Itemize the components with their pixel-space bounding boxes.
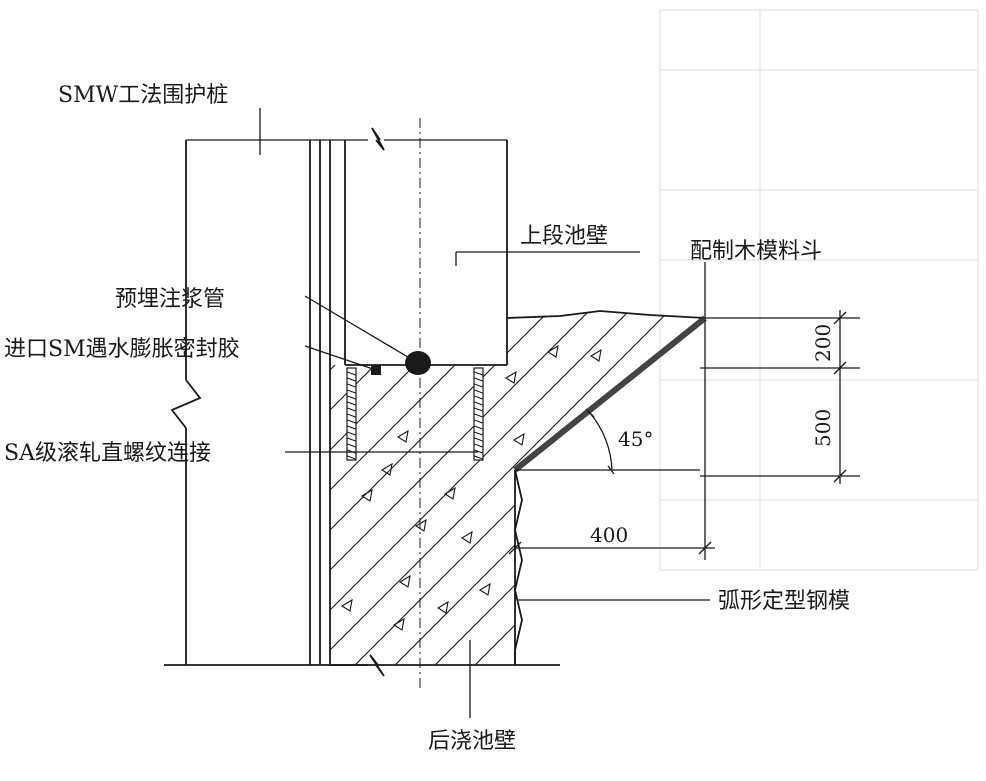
- hatch-line: [880, 280, 986, 700]
- thread-mark: [474, 395, 483, 400]
- dim-500: 500: [811, 409, 835, 447]
- label-steel-form: 弧形定型钢模: [718, 589, 850, 614]
- aggregate-mark: [443, 486, 456, 500]
- hatch-line: [519, 312, 705, 665]
- aggregate-mark: [460, 530, 473, 544]
- hatch-line: [330, 312, 581, 665]
- thread-mark: [474, 455, 483, 460]
- thread-mark: [474, 431, 483, 436]
- thread-mark: [474, 437, 483, 442]
- label-rebar-connect: SA级滚轧直螺纹连接: [4, 441, 211, 466]
- background-ghost-table: [659, 9, 979, 571]
- dim-200: 200: [811, 324, 835, 362]
- aggregate-mark: [380, 462, 393, 476]
- thread-mark: [347, 443, 356, 448]
- hatch-line: [359, 312, 705, 665]
- hatch-line: [330, 312, 621, 665]
- thread-mark: [347, 389, 356, 394]
- aggregate-mark: [340, 598, 353, 612]
- thread-mark: [474, 449, 483, 454]
- label-upper-wall: 上段池壁: [520, 224, 608, 249]
- thread-mark: [347, 437, 356, 442]
- aggregate-mark: [414, 518, 427, 532]
- dim-400: 400: [590, 523, 628, 547]
- thread-mark: [474, 407, 483, 412]
- thread-mark: [474, 401, 483, 406]
- hatch-line: [760, 280, 986, 700]
- aggregate-mark: [398, 574, 411, 588]
- thread-mark: [347, 413, 356, 418]
- thread-mark: [474, 371, 483, 376]
- thread-mark: [347, 371, 356, 376]
- rebar-couplers: [346, 367, 484, 461]
- thread-mark: [347, 377, 356, 382]
- label-smw-pile: SMW工法围护桩: [58, 83, 228, 108]
- angle-marker: [515, 408, 700, 475]
- label-post-cast-wall: 后浇池壁: [428, 729, 516, 754]
- horizontal-dimension: [508, 320, 715, 560]
- thread-mark: [474, 419, 483, 424]
- dim-angle: 45°: [618, 427, 653, 451]
- aggregate-mark: [512, 432, 525, 446]
- thread-mark: [347, 419, 356, 424]
- thread-mark: [347, 425, 356, 430]
- aggregate-mark: [478, 582, 491, 596]
- thread-mark: [347, 395, 356, 400]
- vertical-dimensions: [700, 310, 860, 484]
- wood-hopper-form: [513, 315, 707, 473]
- aggregate-mark: [546, 344, 559, 358]
- thread-mark: [474, 389, 483, 394]
- hatch-line: [330, 312, 661, 665]
- thread-mark: [474, 413, 483, 418]
- hatch-line: [330, 312, 701, 665]
- thread-mark: [347, 407, 356, 412]
- aggregate-mark: [396, 429, 409, 443]
- aggregate-mark: [360, 488, 373, 502]
- hatch-line: [840, 280, 986, 700]
- thread-mark: [347, 431, 356, 436]
- hatch-line: [559, 312, 705, 665]
- label-grout-pipe: 预埋注浆管: [115, 287, 225, 312]
- aggregate-mark: [436, 600, 449, 614]
- hatch-line: [599, 312, 705, 665]
- thread-mark: [474, 425, 483, 430]
- label-wood-hopper: 配制木模料斗: [690, 239, 822, 264]
- aggregate-mark: [589, 348, 602, 362]
- aggregate-mark: [504, 370, 517, 384]
- thread-mark: [474, 377, 483, 382]
- upper-wall: [344, 127, 508, 366]
- arc-steel-form: [514, 469, 523, 665]
- thread-mark: [347, 383, 356, 388]
- thread-mark: [347, 401, 356, 406]
- leaders: [259, 108, 710, 718]
- hatch-line: [479, 312, 705, 665]
- thread-mark: [347, 455, 356, 460]
- aggregate-mark: [392, 617, 405, 631]
- thread-mark: [474, 383, 483, 388]
- label-sealant: 进口SM遇水膨胀密封胶: [4, 337, 240, 362]
- hatch-line: [399, 312, 705, 665]
- hatch-line: [439, 312, 705, 665]
- thread-mark: [474, 443, 483, 448]
